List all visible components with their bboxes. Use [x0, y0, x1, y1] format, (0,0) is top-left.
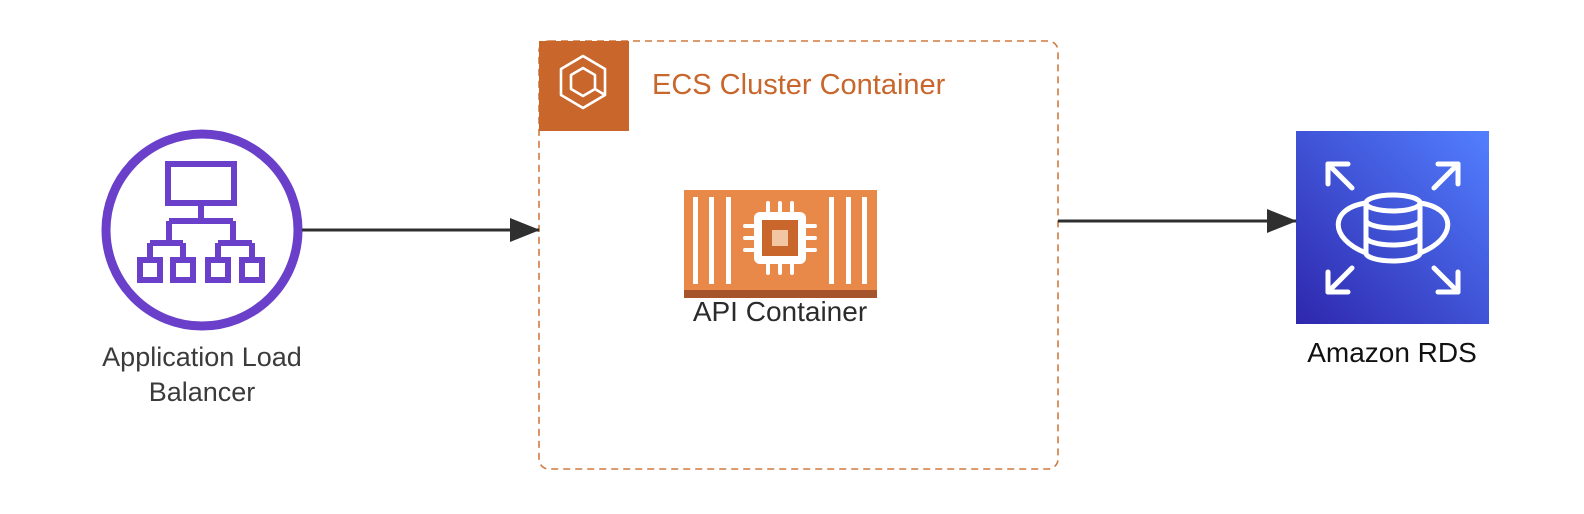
ecs-cluster-title: ECS Cluster Container — [652, 69, 946, 101]
rds-database-icon[interactable] — [1296, 131, 1489, 324]
application-load-balancer-icon[interactable] — [101, 129, 303, 331]
ecs-cluster-boundary — [538, 40, 1059, 470]
ecs-cluster-group[interactable] — [538, 40, 1059, 470]
ecs-icon — [539, 41, 629, 131]
api-container-label: API Container — [692, 296, 868, 327]
rds-label: Amazon RDS — [1307, 337, 1477, 368]
load-balancer-label: Application Load Balancer — [102, 342, 302, 407]
container-chip-icon[interactable] — [684, 190, 877, 298]
